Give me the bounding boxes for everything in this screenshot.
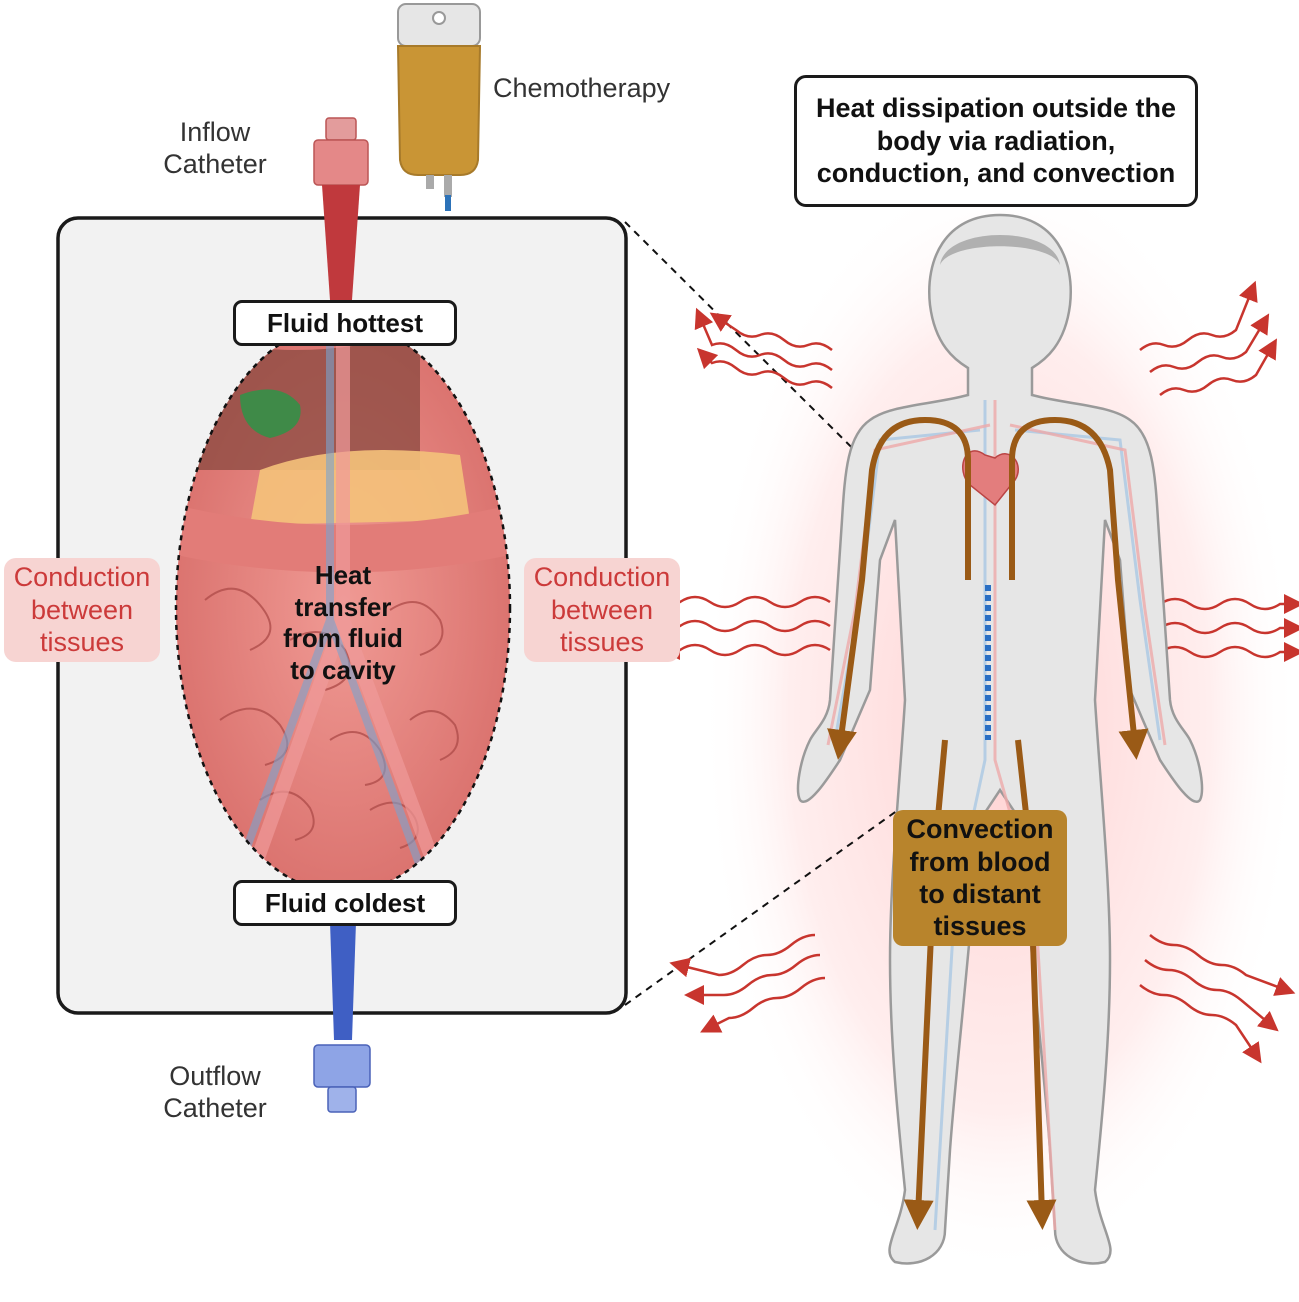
heat-transfer-label: Heat transfer from fluid to cavity (283, 560, 403, 686)
chemotherapy-label: Chemotherapy (493, 73, 671, 103)
heat-wave-icon (660, 280, 1299, 1064)
iv-bag-icon (396, 3, 482, 211)
conduction-label-right: Conduction between tissues (524, 558, 680, 662)
outflow-catheter-label: Outflow Catheter (163, 1061, 267, 1124)
inflow-catheter-label: Inflow Catheter (163, 117, 267, 180)
zoom-line-top (624, 221, 986, 581)
catheter-icon (313, 117, 369, 300)
heat-dissipation-label: Heat dissipation outside the body via ra… (794, 75, 1198, 207)
conduction-label-left: Conduction between tissues (4, 558, 160, 662)
catheter-icon (313, 922, 371, 1113)
fluid-hottest-label: Fluid hottest (233, 300, 457, 346)
convection-label: Convection from blood to distant tissues (893, 810, 1067, 946)
fluid-coldest-label: Fluid coldest (233, 880, 457, 926)
